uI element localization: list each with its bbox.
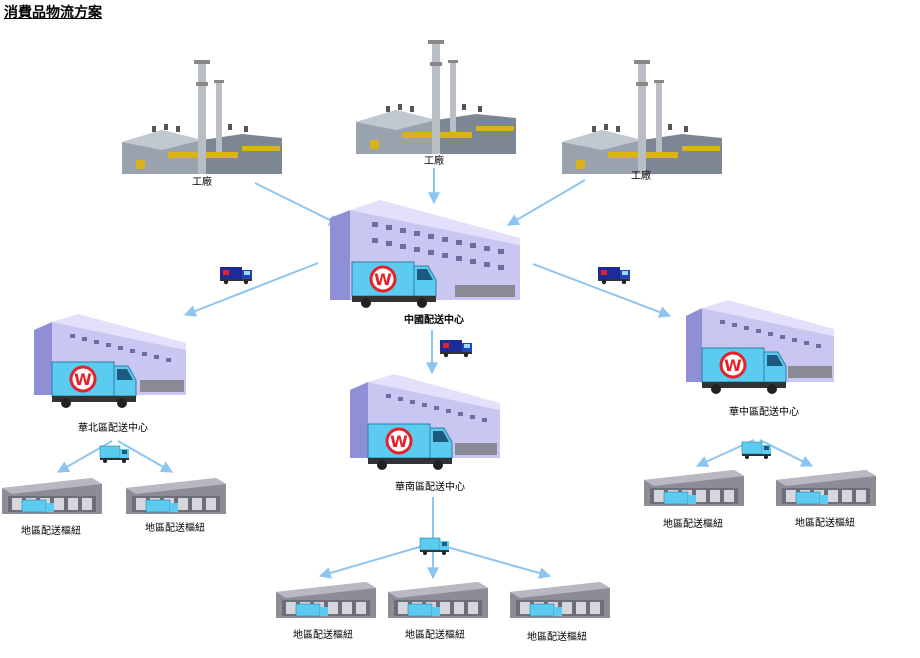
- arrow-south-hub3: [432, 542, 552, 579]
- arrow-factory1-center: [254, 182, 342, 226]
- south-center-truck: [366, 422, 454, 472]
- central-center-label: 華中區配送中心: [729, 407, 799, 418]
- hub-south-1: [275, 581, 377, 619]
- arrow-center-north: [183, 262, 319, 317]
- small-truck-central: [741, 441, 772, 460]
- hub-south-2-label: 地區配送樞紐: [405, 630, 465, 641]
- north-center-logo: W: [74, 370, 92, 389]
- arrow-center-central: [532, 263, 672, 318]
- hub-north-2-label: 地區配送樞紐: [145, 523, 205, 534]
- hub-central-1: [643, 469, 745, 507]
- hub-south-3: [509, 581, 611, 619]
- arrow-north-hub2: [117, 440, 174, 473]
- diagram-title: 消費品物流方案: [4, 5, 102, 21]
- small-truck-south: [419, 537, 450, 556]
- hub-central-2: [775, 469, 877, 507]
- hub-central-1-label: 地區配送樞紐: [663, 519, 723, 530]
- arrow-factory3-center: [506, 179, 586, 226]
- factory-3-label: 工廠: [631, 171, 651, 182]
- china-center-logo: W: [374, 270, 392, 289]
- south-center-label: 華南區配送中心: [395, 482, 465, 493]
- north-center-label: 華北區配送中心: [78, 423, 148, 434]
- hub-south-3-label: 地區配送樞紐: [527, 632, 587, 643]
- small-truck-left: [220, 267, 252, 285]
- arrow-south-hub1: [318, 542, 434, 579]
- factory-2-label: 工廠: [424, 156, 444, 167]
- small-truck-north: [99, 445, 130, 464]
- hub-north-1-label: 地區配送樞紐: [21, 526, 81, 537]
- hub-north-1: [1, 477, 103, 515]
- north-center-truck: [50, 360, 138, 410]
- hub-central-2-label: 地區配送樞紐: [795, 518, 855, 529]
- hub-south-2: [387, 581, 489, 619]
- small-truck-middle: [440, 340, 472, 358]
- hub-south-1-label: 地區配送樞紐: [293, 630, 353, 641]
- factory-2: [356, 40, 516, 154]
- south-center-logo: W: [390, 432, 408, 451]
- small-truck-right: [598, 267, 630, 285]
- central-center-logo: W: [724, 356, 742, 375]
- china-center-label: 中國配送中心: [404, 315, 464, 326]
- factory-3: [562, 60, 722, 174]
- arrow-central-hub2: [759, 439, 814, 467]
- central-center-truck: [700, 346, 788, 396]
- factory-1: [122, 60, 282, 174]
- china-center-truck: [350, 260, 438, 310]
- factory-1-label: 工廠: [192, 177, 212, 188]
- hub-north-2: [125, 477, 227, 515]
